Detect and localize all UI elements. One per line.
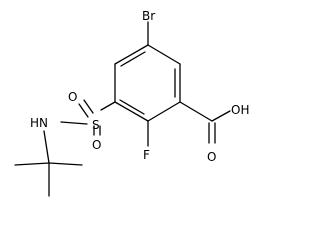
- sulfonyl-oxygen-bottom-label: O: [92, 138, 101, 152]
- sulfonyl-oxygen-top-label: O: [68, 90, 77, 104]
- ring-bond-6: [114, 44, 149, 65]
- nitrogen-carbon-bond: [43, 130, 50, 164]
- amine-label: HN: [30, 116, 48, 130]
- fluorine-label: F: [143, 148, 150, 162]
- carbonyl-oxygen-label: O: [207, 150, 216, 164]
- molecule-structure: Br OH O O S O HN F: [14, 9, 249, 197]
- sulfur-label: S: [92, 118, 100, 132]
- carbon-hydroxyl-bond: [211, 110, 231, 122]
- tert-butyl-methyl-left: [14, 162, 50, 166]
- ring-bond-1: [147, 44, 181, 65]
- hydroxyl-label: OH: [231, 103, 249, 117]
- sulfonyl-double-bond-top-a: [83, 99, 94, 114]
- ring-bond-4: [114, 101, 149, 122]
- bromine-label: Br: [142, 9, 155, 23]
- carboxyl-bond: [179, 101, 213, 122]
- ring-double-bond-c: [120, 51, 146, 67]
- ring-sulfur-bond: [100, 101, 116, 111]
- sulfur-nitrogen-bond: [60, 121, 88, 125]
- structure-canvas: Br OH O O S O HN F: [14, 9, 250, 197]
- ring-double-bond-b: [119, 99, 145, 115]
- tert-butyl-methyl-right: [48, 162, 83, 166]
- sulfonyl-double-bond-top-b: [78, 103, 89, 118]
- ring-bond-3: [147, 101, 181, 122]
